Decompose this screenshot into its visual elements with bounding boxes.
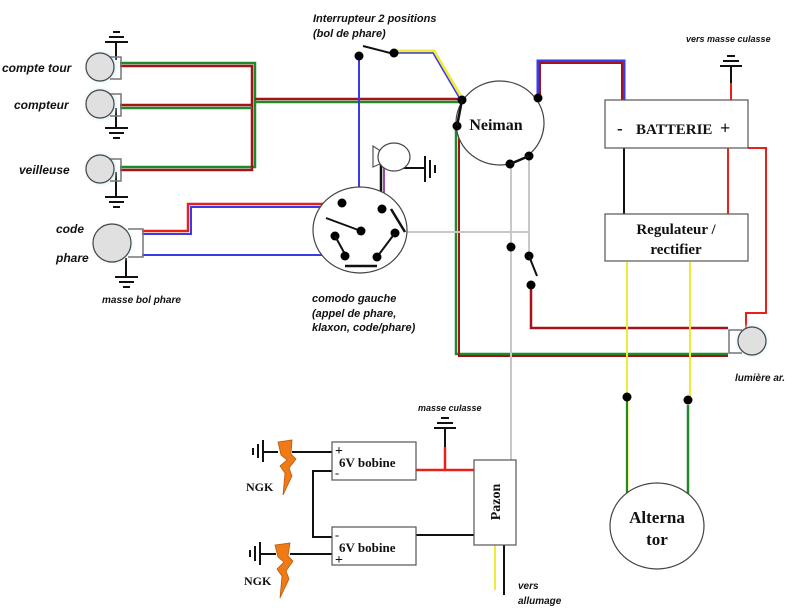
coil-2: - 6V bobine + — [331, 526, 417, 568]
alternator-connector-2 — [683, 395, 693, 405]
label-compteur: compteur — [14, 98, 70, 112]
headlight-wires — [142, 202, 345, 256]
label-allumage: allumage — [518, 596, 562, 607]
regulator-label-2: rectifier — [650, 242, 702, 258]
lamp-veilleuse — [82, 150, 122, 188]
label-veilleuse: veilleuse — [19, 163, 70, 177]
horn-icon — [372, 142, 411, 172]
battery-minus-label: - — [617, 119, 623, 138]
label-comodo-3: klaxon, code/phare) — [312, 322, 416, 334]
alternator: Alterna tor — [609, 482, 705, 570]
coil-2-label: 6V bobine — [339, 540, 396, 555]
switch-to-neiman-wire — [394, 49, 464, 99]
neiman-ignition-switch — [452, 80, 545, 169]
tail-light-wires — [454, 126, 767, 357]
label-comodo-1: comodo gauche — [312, 293, 396, 305]
lamp-code-phare — [90, 220, 144, 266]
label-ngk-2: NGK — [244, 574, 272, 588]
label-neiman: Neiman — [469, 117, 522, 134]
coil-1: + 6V bobine - — [331, 441, 417, 481]
label-vers-masse-culasse: vers masse culasse — [686, 34, 771, 44]
label-interrupteur-1: Interrupteur 2 positions — [313, 13, 436, 25]
spark-plug-2-icon — [274, 542, 294, 599]
coil-1-label: 6V bobine — [339, 455, 396, 470]
label-comodo-2: (appel de phare, — [312, 308, 396, 320]
label-vers: vers — [518, 581, 539, 592]
regulator-label-1: Regulateur / — [636, 222, 716, 238]
instrument-wires — [120, 61, 460, 172]
lamp-compte-tour — [82, 48, 122, 86]
label-masse-culasse: masse culasse — [418, 403, 482, 413]
regulator: Regulateur / rectifier — [604, 213, 749, 262]
comodo-switch — [312, 186, 408, 274]
label-phare: phare — [55, 251, 89, 265]
ignition-wires — [260, 428, 505, 595]
coil-1-minus: - — [335, 466, 339, 480]
coil-1-plus: + — [335, 444, 343, 459]
label-ngk-1: NGK — [246, 480, 274, 494]
neiman-to-battery-wire — [536, 59, 626, 100]
brake-switch — [506, 242, 538, 290]
headlight-switch — [354, 45, 399, 61]
label-code: code — [56, 222, 84, 236]
label-compte-tour: compte tour — [2, 61, 73, 75]
alternator-label-1: Alterna — [629, 508, 685, 527]
battery: - BATTERIE + — [604, 99, 749, 149]
alternator-label-2: tor — [646, 530, 668, 549]
lamp-compteur — [82, 85, 122, 123]
ground-symbols — [105, 31, 742, 565]
alternator-connector-1 — [622, 392, 632, 402]
label-interrupteur-2: (bol de phare) — [313, 28, 386, 40]
label-lumiere-ar: lumière ar. — [735, 373, 785, 384]
coil-2-plus: + — [335, 553, 343, 568]
pazon-label: Pazon — [489, 484, 504, 521]
lamp-lumiere-ar — [728, 322, 771, 360]
grey-wires — [405, 158, 530, 460]
pazon-module: Pazon — [473, 459, 517, 546]
alternator-wires — [625, 262, 691, 503]
spark-plug-1-icon — [277, 439, 297, 496]
coil-2-minus: - — [335, 528, 339, 542]
battery-plus-label: + — [720, 118, 730, 138]
label-masse-bol-phare: masse bol phare — [102, 295, 181, 306]
battery-label: BATTERIE — [636, 122, 712, 138]
